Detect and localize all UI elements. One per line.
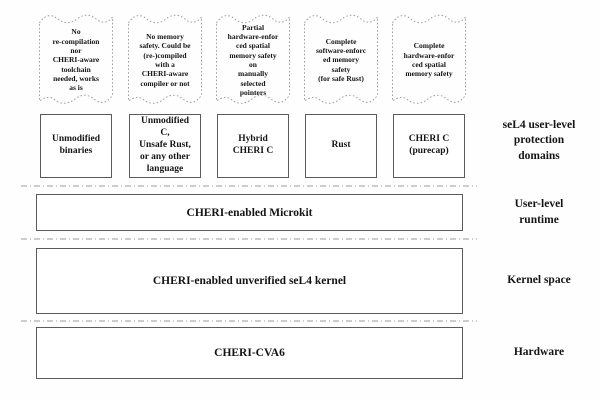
side-label-user-level-runtime: User-level runtime	[514, 197, 564, 226]
annotation-tape: No re-compilation nor CHERI-aware toolch…	[38, 10, 114, 108]
annotation-tape: Complete hardware-enfor ced spatial memo…	[391, 10, 467, 108]
layer-box-cheri-cva6: CHERI-CVA6	[36, 327, 463, 379]
column-rust: Complete software-enforc ed memory safet…	[303, 0, 379, 185]
annotation-tape: Partial hardware-enfor ced spatial memor…	[215, 10, 291, 108]
column-unmodified-c: No memory safety. Could be (re-)compiled…	[127, 0, 203, 185]
column-cheri-c-purecap: Complete hardware-enfor ced spatial memo…	[391, 0, 467, 185]
side-label-protection-domains: seL4 user-level protection domains	[502, 118, 576, 162]
column-hybrid-cheri-c: Partial hardware-enfor ced spatial memor…	[215, 0, 291, 185]
annotation-text: Complete software-enforc ed memory safet…	[315, 36, 367, 84]
protection-domain-box: Hybrid CHERI C	[217, 114, 289, 178]
protection-domain-box: Unmodified C, Unsafe Rust, or any other …	[129, 114, 201, 178]
annotation-text: Partial hardware-enfor ced spatial memor…	[227, 22, 279, 98]
layer-box-sel4-kernel: CHERI-enabled unverified seL4 kernel	[36, 248, 463, 314]
separator-line	[21, 320, 477, 322]
separator-line	[21, 238, 477, 240]
protection-domain-box: Rust	[305, 114, 377, 178]
protection-domain-box: CHERI C (purecap)	[393, 114, 465, 178]
side-label-hardware: Hardware	[513, 346, 565, 359]
side-label-kernel-space: Kernel space	[507, 274, 571, 287]
annotation-tape: No memory safety. Could be (re-)compiled…	[127, 10, 203, 108]
separator-line	[21, 185, 477, 187]
annotation-text: No memory safety. Could be (re-)compiled…	[139, 31, 191, 88]
layer-box-microkit: CHERI-enabled Microkit	[36, 194, 463, 231]
protection-domain-box: Unmodified binaries	[40, 114, 112, 178]
annotation-text: No re-compilation nor CHERI-aware toolch…	[52, 27, 100, 93]
column-unmodified-binaries: No re-compilation nor CHERI-aware toolch…	[38, 0, 114, 185]
annotation-text: Complete hardware-enfor ced spatial memo…	[403, 41, 455, 79]
annotation-tape: Complete software-enforc ed memory safet…	[303, 10, 379, 108]
